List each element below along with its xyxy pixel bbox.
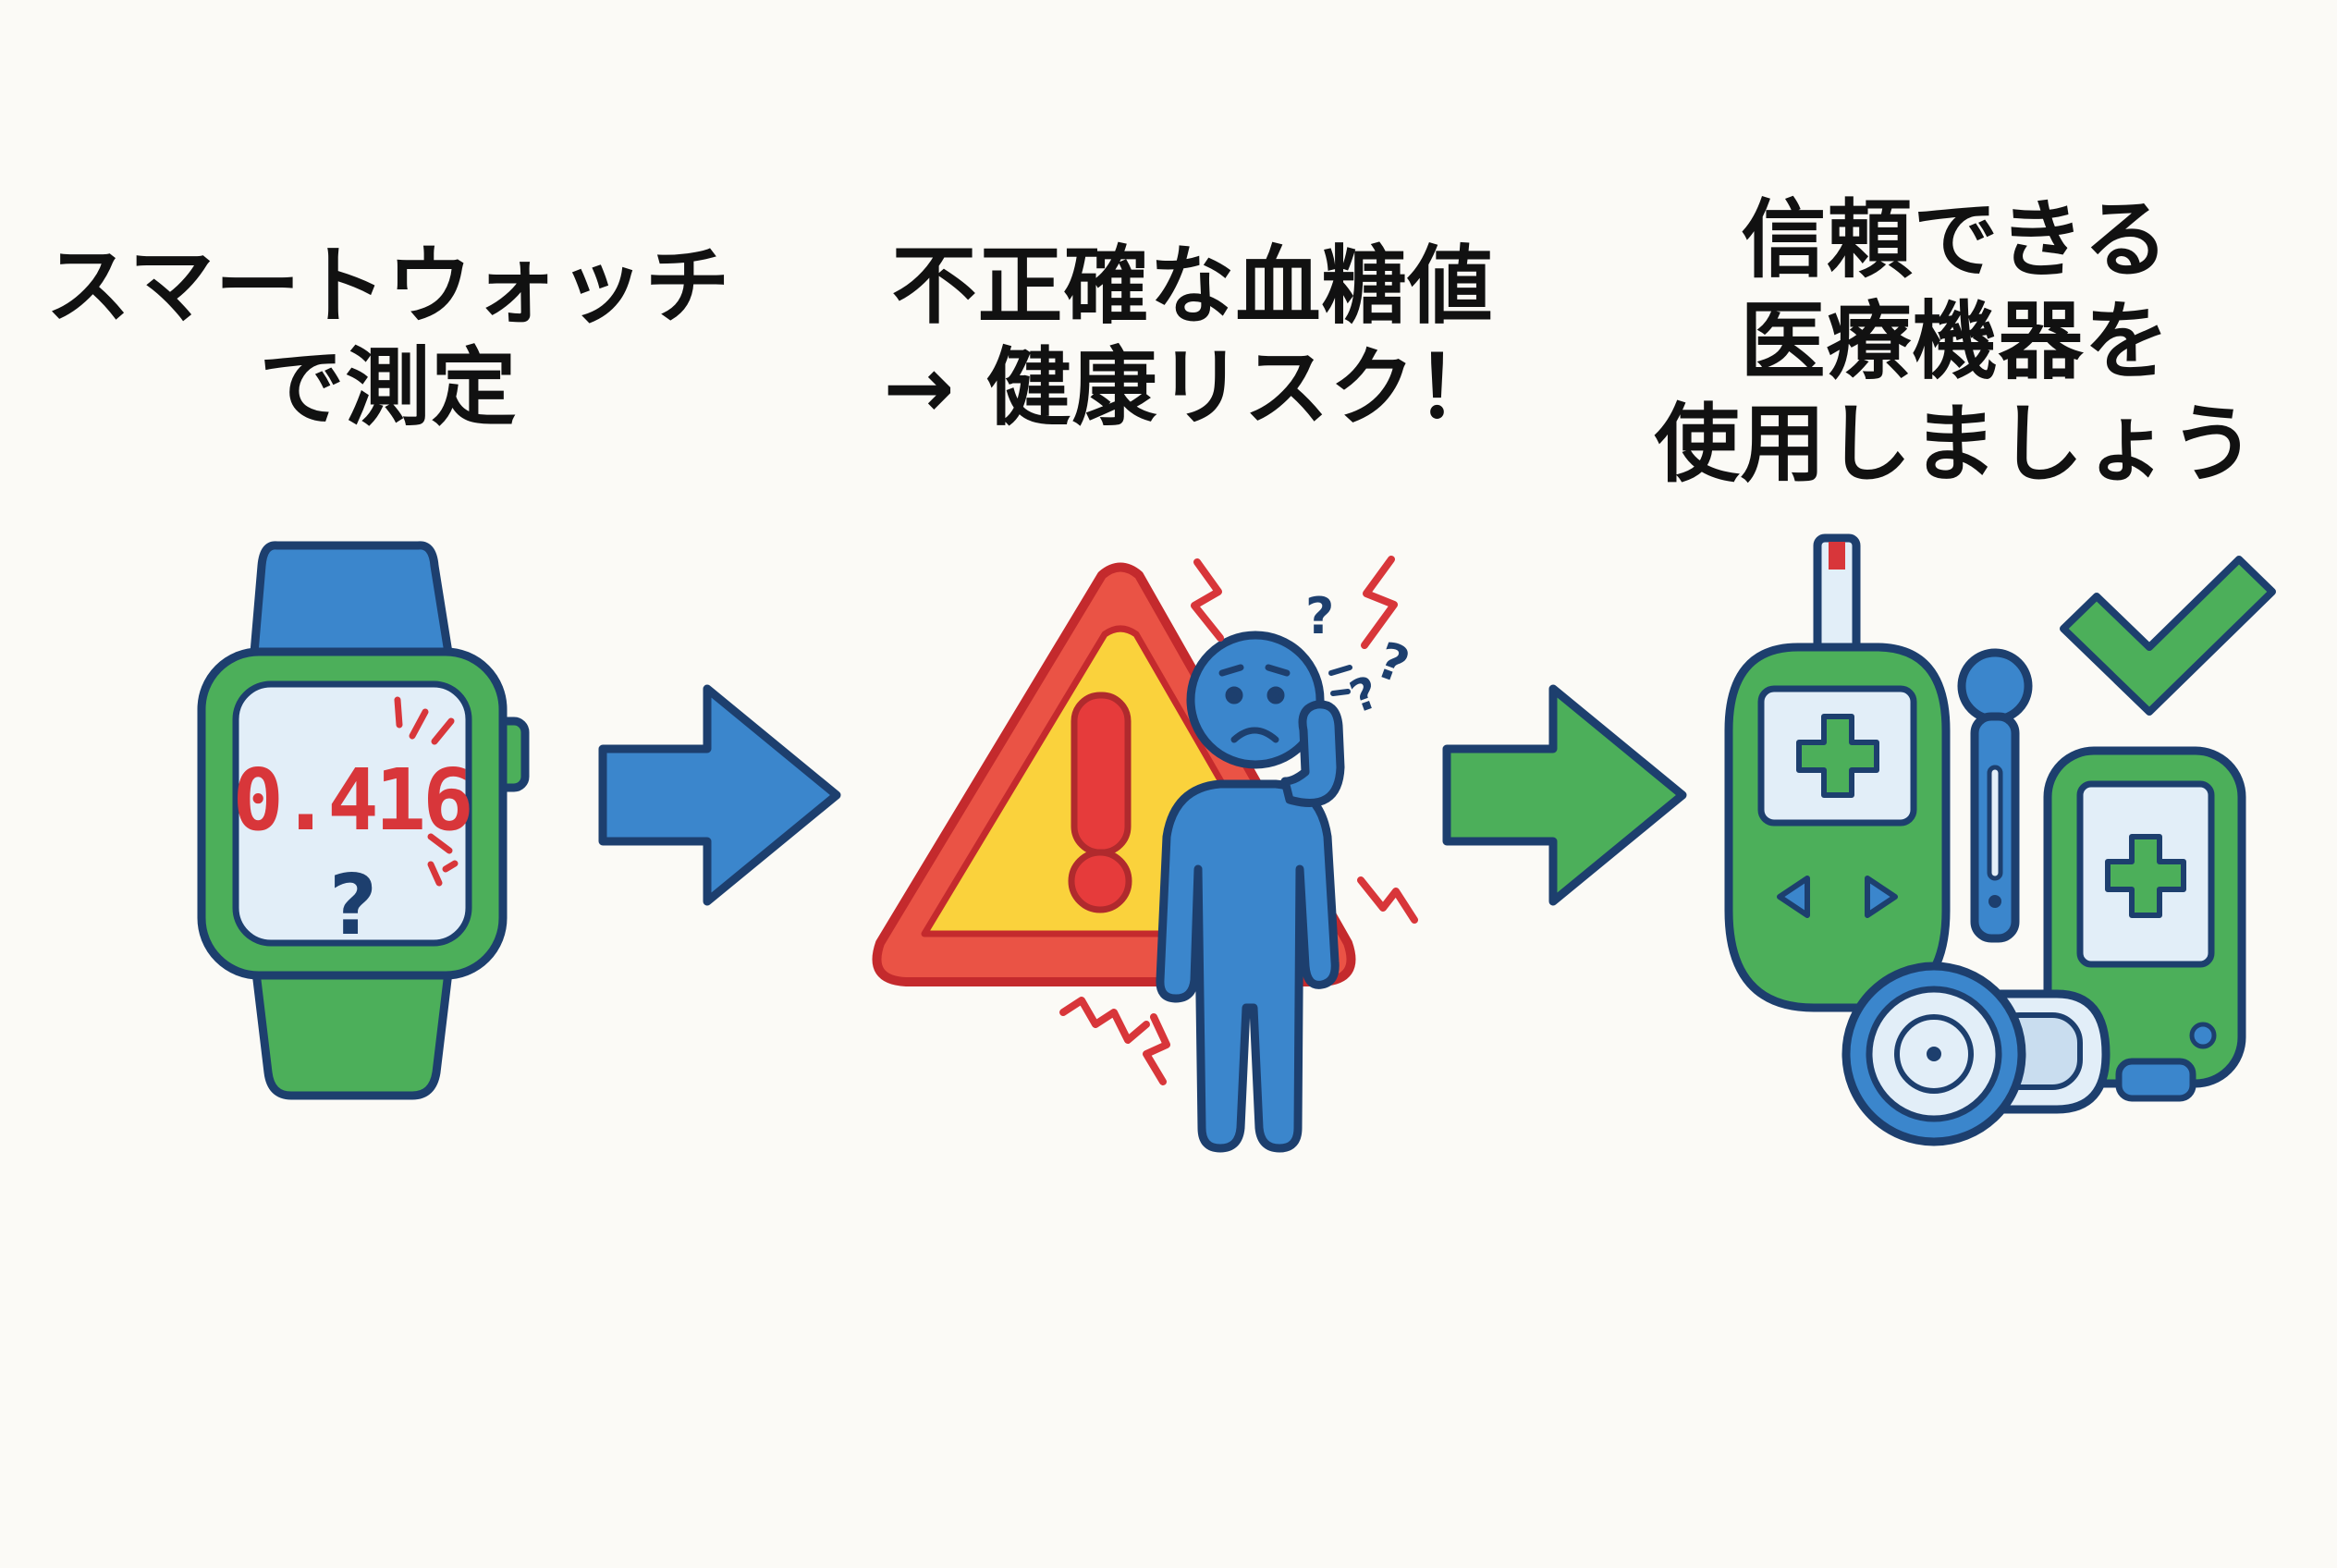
watch-question-mark: ? [329, 857, 377, 954]
warning-exclamation-dot [1068, 849, 1132, 913]
worried-face-icon [1218, 664, 1291, 743]
dizzy-dashes-icon [1328, 665, 1352, 696]
glucose-meter-with-strip-icon [1724, 533, 1951, 1012]
person-raised-arm [1280, 700, 1345, 807]
watch-band-top [250, 541, 453, 657]
question-mark-small: ? [1305, 587, 1334, 645]
person-head [1186, 631, 1325, 769]
right-arrow-button-icon [1865, 876, 1898, 918]
watch-band-bottom [250, 952, 455, 1100]
caption-inaccurate-glucose-risk: 不正確な血糖値 → 健康リスク！ [814, 236, 1572, 440]
checkmark-icon [2060, 556, 2276, 716]
person-body [1156, 779, 1340, 1153]
watch-reading: 0.416 [233, 751, 471, 850]
left-arrow-button-icon [1777, 876, 1810, 918]
glucose-meter-second-icon [2043, 746, 2246, 1102]
caption-line: で測定 [259, 338, 518, 438]
shock-zigzag-icon [1059, 556, 1418, 1085]
arrow-green-icon [1442, 684, 1687, 906]
confused-person-icon [1156, 631, 1345, 1153]
caption-line: 信頼できる [1741, 190, 2170, 289]
caption-line: スマートウォッチ [45, 237, 731, 336]
arrow-blue-icon [598, 684, 841, 906]
question-mark-right: ? [1369, 631, 1416, 695]
plus-icon [2105, 834, 2186, 918]
caption-smartwatch-measurement: スマートウォッチ で測定 [18, 236, 758, 440]
caption-line: 使用しましょう [1654, 394, 2257, 494]
test-strip-tip [1829, 542, 1845, 570]
caption-line: → 健康リスク！ [883, 338, 1502, 438]
watch-screen [232, 680, 472, 947]
cgm-sensor-icon [1841, 962, 2111, 1146]
glitch-marks-icon [394, 696, 459, 887]
caption-use-reliable-devices: 信頼できる 医療機器を 使用しましょう [1590, 190, 2320, 496]
warning-exclamation-bar [1071, 692, 1132, 856]
caption-line: 不正確な血糖値 [891, 237, 1494, 336]
caption-line: 医療機器を [1740, 292, 2171, 392]
lancet-pen-icon [1957, 648, 2033, 943]
plus-icon [1796, 714, 1879, 798]
smartwatch-icon [197, 541, 530, 1100]
